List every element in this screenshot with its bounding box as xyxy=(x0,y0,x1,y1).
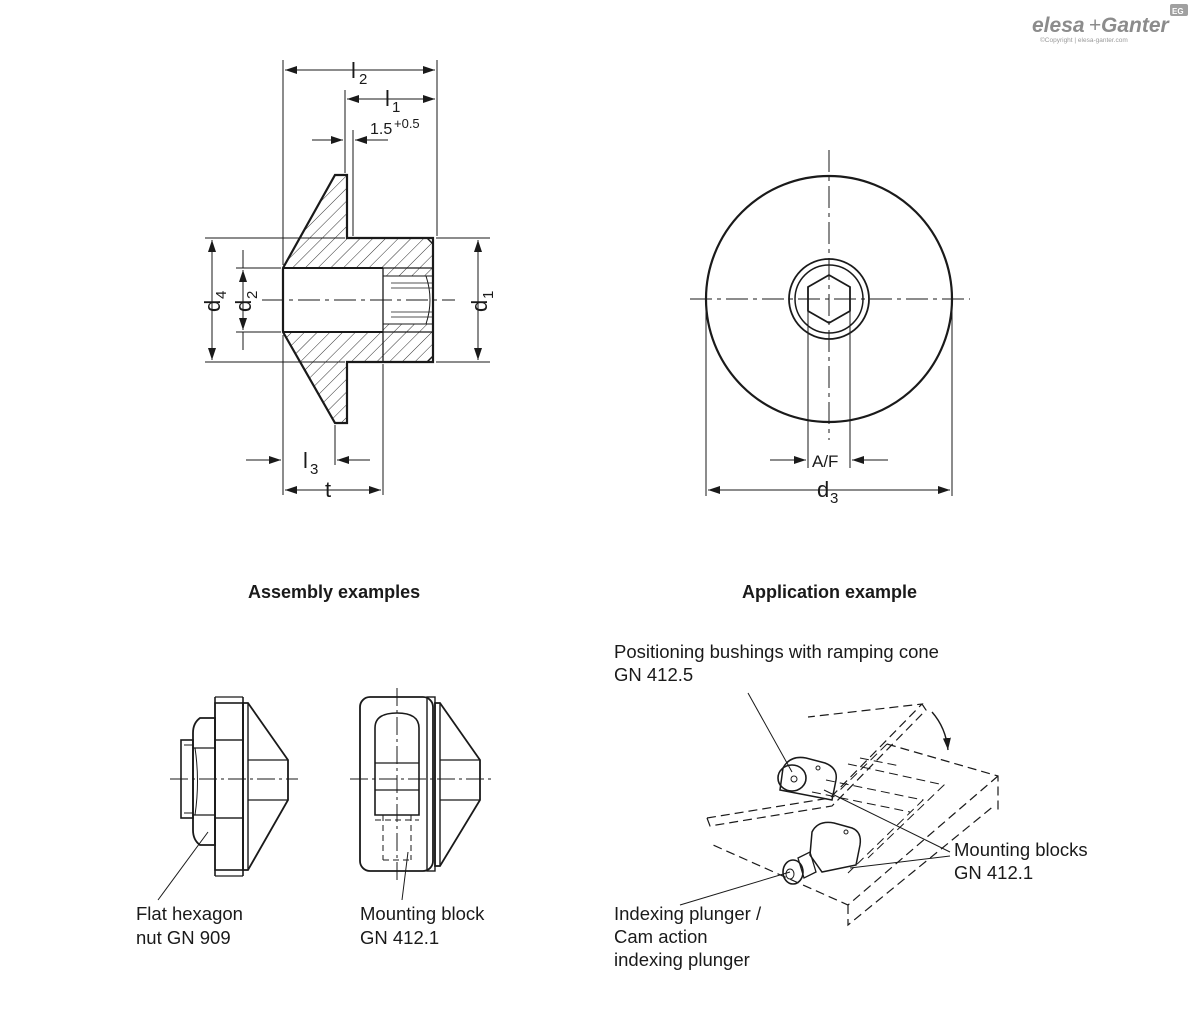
brand-badge-text: EG xyxy=(1172,7,1184,16)
plunger-label-line3: indexing plunger xyxy=(614,949,750,970)
dim-af-label: A/F xyxy=(812,452,838,471)
positioning-bushing-icon xyxy=(777,764,807,792)
dim-d4-letter: d xyxy=(200,300,225,312)
dim-l3-letter: l xyxy=(303,448,308,473)
brand-name-a: elesa xyxy=(1032,14,1085,37)
front-view: A/F d 3 xyxy=(690,150,970,507)
upper-mounting-block xyxy=(779,756,838,801)
dim-d4-sub: 4 xyxy=(213,291,230,299)
dim-l3-sub: 3 xyxy=(310,461,318,478)
mounting-blocks-label-line1: Mounting blocks xyxy=(954,839,1088,860)
brand-copyright: ©Copyright | elesa-ganter.com xyxy=(1040,36,1128,44)
bushings-label-line2: GN 412.5 xyxy=(614,664,693,685)
hex-nut-icon xyxy=(192,717,216,846)
hex-nut-label-line1: Flat hexagon xyxy=(136,903,243,924)
brand-name-b: Ganter xyxy=(1101,14,1171,37)
application-example-title: Application example xyxy=(742,582,917,602)
brand-plus: + xyxy=(1089,14,1101,37)
dim-l2-letter: l xyxy=(351,58,356,83)
assembly-mounting-block: Mounting block GN 412.1 xyxy=(350,688,492,948)
dim-l2-sub: 2 xyxy=(359,71,367,88)
brand-badge-icon xyxy=(1170,4,1188,16)
lower-mounting-block xyxy=(809,821,862,873)
dim-d3-sub: 3 xyxy=(830,490,838,507)
brand-logo: elesa + Ganter EG ©Copyright | elesa-gan… xyxy=(1032,4,1188,44)
dim-l1-letter: l xyxy=(385,86,390,111)
dim-gap-tolerance: +0.5 xyxy=(394,116,420,131)
dim-d2-sub: 2 xyxy=(244,291,261,299)
dim-t-letter: t xyxy=(325,477,331,502)
section-view: l 2 l 1 1.5 +0.5 d 4 d 2 d 1 xyxy=(200,58,497,502)
assembly-examples-title: Assembly examples xyxy=(248,582,420,602)
dim-d1-letter: d xyxy=(467,300,492,312)
dim-l1-sub: 1 xyxy=(392,99,400,116)
dim-d2-letter: d xyxy=(231,300,256,312)
dim-gap-base: 1.5 xyxy=(370,121,392,138)
bushings-label-line1: Positioning bushings with ramping cone xyxy=(614,641,939,662)
indexing-plunger-icon xyxy=(782,859,804,885)
plunger-label-line1: Indexing plunger / xyxy=(614,903,762,924)
assembly-hex-nut: Flat hexagon nut GN 909 xyxy=(136,696,298,948)
application-example: Positioning bushings with ramping cone G… xyxy=(614,641,1088,970)
dim-d3-letter: d xyxy=(817,477,829,502)
mounting-block-label-line2: GN 412.1 xyxy=(360,927,439,948)
dim-d1-sub: 1 xyxy=(480,291,497,299)
hex-nut-label-line2: nut GN 909 xyxy=(136,927,231,948)
mounting-block-label-line1: Mounting block xyxy=(360,903,485,924)
plunger-label-line2: Cam action xyxy=(614,926,708,947)
mounting-blocks-label-line2: GN 412.1 xyxy=(954,862,1033,883)
